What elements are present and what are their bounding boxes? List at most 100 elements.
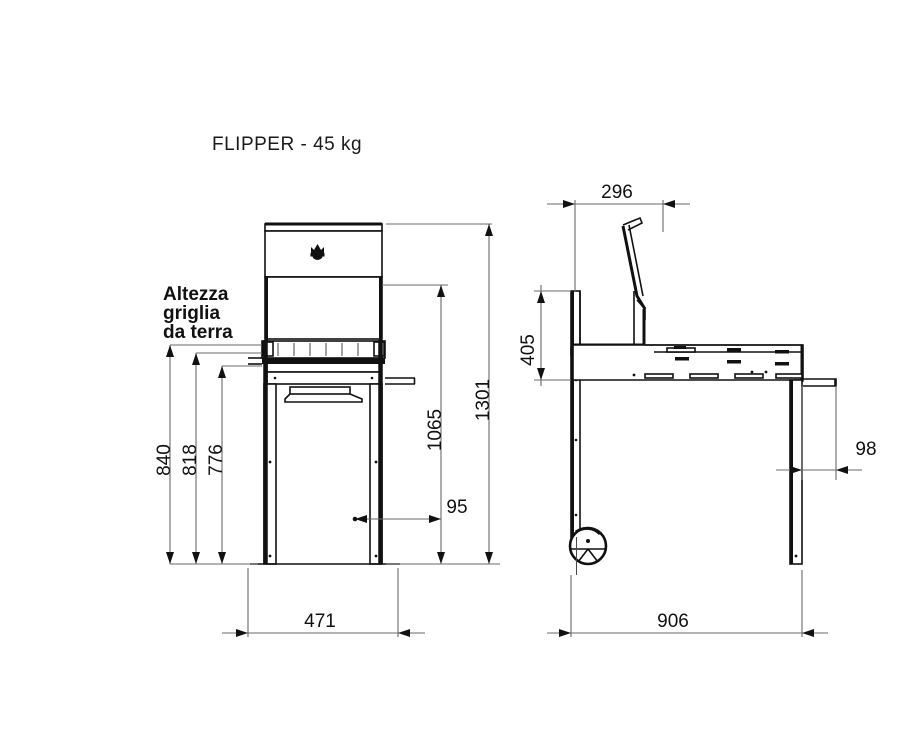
bolt-dot [370, 376, 374, 380]
dimension-label-1301: 1301 [473, 379, 494, 421]
dimension-296: 296 [547, 182, 690, 292]
wheel-top-arc [575, 526, 602, 536]
arrow-head [192, 353, 200, 365]
page-title: FLIPPER - 45 kg [212, 134, 362, 155]
wheel-icon [568, 526, 608, 566]
surface-slot [675, 357, 689, 361]
surface-slot [674, 346, 686, 349]
grate-support-band [262, 358, 385, 364]
grill-height-note: Altezza griglia da terra [163, 284, 233, 343]
wheel-hub [586, 539, 590, 543]
dimension-471: 471 [222, 568, 425, 637]
arrow-head [537, 368, 545, 380]
front-handle [289, 386, 351, 395]
arrow-head [559, 629, 571, 637]
dimension-405: 405 [518, 285, 571, 386]
dimension-label-1065: 1065 [425, 409, 446, 451]
arrow-head [355, 515, 367, 523]
surface-slot [644, 373, 674, 379]
arrow-head [236, 629, 248, 637]
wheel-spoke [587, 548, 599, 563]
arrow-head [790, 466, 802, 474]
handle-grip [622, 216, 644, 231]
arrow-head [537, 291, 545, 303]
bolt-dot [273, 376, 277, 380]
surface-slot [689, 373, 719, 379]
dimension-818: 818 [180, 353, 201, 564]
bolt-dot [794, 554, 798, 558]
grill-grate-frame [261, 340, 386, 359]
side-elevation [568, 216, 837, 575]
grate-end-left [262, 341, 274, 357]
dimension-98: 98 [776, 386, 877, 480]
dimension-1301: 1301 [473, 224, 494, 564]
bolt-dot [268, 554, 272, 558]
front-cabinet [264, 276, 383, 345]
bolt-dot [764, 370, 768, 374]
side-view-dimensions: 296 405 98 906 [518, 182, 877, 637]
dimension-906: 906 [547, 570, 828, 637]
arrow-head [437, 285, 445, 297]
handle-shaft-edge [628, 224, 644, 297]
surface-slot [775, 373, 803, 379]
arrow-head [166, 552, 174, 564]
dimension-776: 776 [206, 366, 227, 564]
dim-dot [352, 516, 358, 522]
work-surface [572, 344, 804, 382]
dimension-label-818: 818 [180, 444, 201, 476]
arrow-head [485, 552, 493, 564]
bolt-dot [374, 460, 378, 464]
arrow-head [429, 515, 441, 523]
crown-icon [310, 244, 325, 260]
arrow-head [836, 466, 848, 474]
dimension-label-906: 906 [657, 611, 689, 632]
dimension-1065: 1065 [425, 285, 446, 564]
surface-slot [734, 373, 764, 379]
front-elevation [248, 222, 416, 565]
dimension-label-98: 98 [855, 439, 876, 460]
bolt-dot [574, 513, 578, 517]
dimension-840: 840 [154, 345, 175, 564]
handle-bracket [284, 393, 363, 403]
firebox-front-panel [266, 371, 381, 385]
arrow-head [192, 552, 200, 564]
surface-slot [727, 360, 741, 364]
bolt-dot [750, 370, 754, 374]
grill-grate-assembly [261, 340, 386, 403]
cabinet-upper-panel [264, 276, 383, 340]
dimension-95: 95 [352, 497, 468, 523]
arrow-head [485, 224, 493, 236]
dimension-label-471: 471 [304, 611, 336, 632]
dimension-label-296: 296 [601, 182, 633, 203]
dimension-label-95: 95 [446, 497, 467, 518]
wheel-spoke [577, 548, 589, 563]
arrow-head [398, 629, 410, 637]
bolt-dot [374, 554, 378, 558]
front-legs [250, 340, 400, 565]
bolt-dot [632, 373, 636, 377]
note-line-3: da terra [163, 322, 233, 343]
right-shelf-extension [803, 378, 837, 387]
handle-rod [621, 216, 647, 310]
surface-slot [775, 350, 789, 354]
arrow-head [663, 200, 675, 208]
bolt-dot [268, 460, 272, 464]
arrow-head [166, 345, 174, 357]
arrow-head [218, 366, 226, 378]
surface-slot [727, 348, 741, 352]
front-view-dimensions: 840 818 776 Altezza griglia da terra [154, 223, 500, 637]
note-line-2: griglia [163, 303, 220, 324]
arrow-head [437, 552, 445, 564]
dimension-label-405: 405 [518, 334, 539, 366]
arrow-head [802, 629, 814, 637]
surface-slot [775, 362, 789, 366]
arrow-head [218, 552, 226, 564]
note-line-1: Altezza [163, 284, 229, 305]
front-hood [264, 222, 383, 278]
dimension-label-840: 840 [154, 444, 175, 476]
arrow-head [563, 200, 575, 208]
dimension-label-776: 776 [206, 444, 227, 476]
handle-shaft [621, 225, 647, 310]
